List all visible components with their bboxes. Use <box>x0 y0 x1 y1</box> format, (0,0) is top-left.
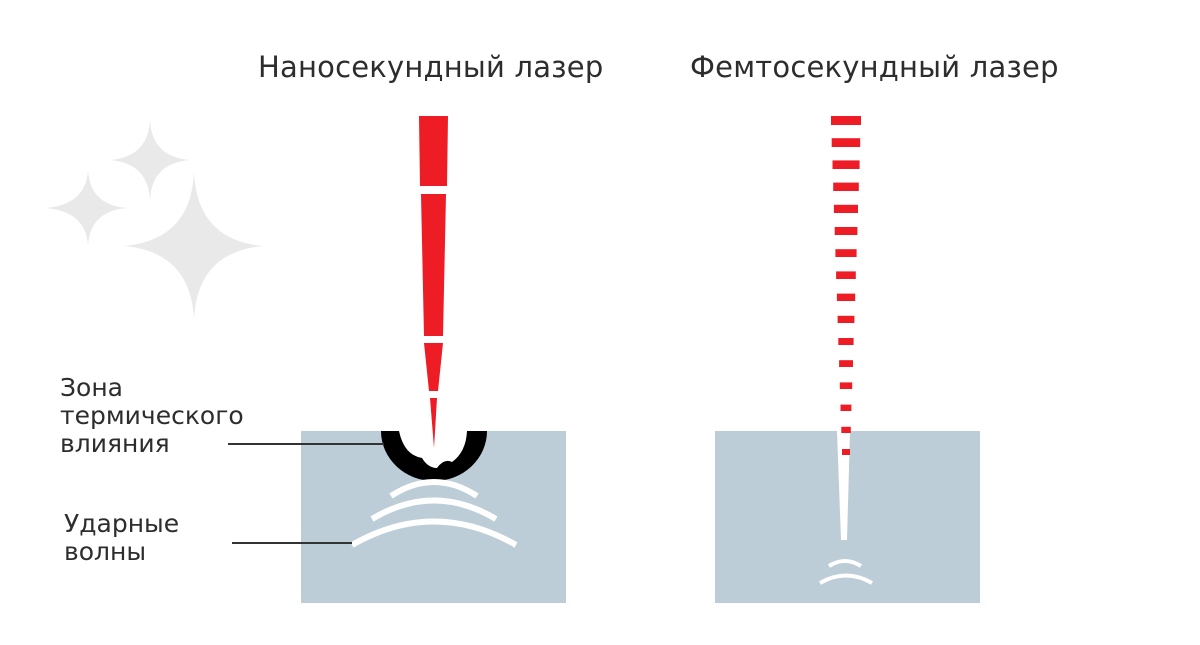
shock-waves-label-line: волны <box>64 537 147 566</box>
shock-waves-label-line: Ударные <box>64 509 180 538</box>
laser-pulse <box>837 315 855 323</box>
laser-pulse <box>833 182 859 191</box>
sparkle-large <box>124 172 263 320</box>
femtosecond-title: Фемтосекундный лазер <box>690 50 1059 84</box>
heat-affected-zone-label: Зона термического влияния <box>60 374 300 458</box>
laser-pulse <box>838 338 854 345</box>
laser-pulse <box>839 360 853 367</box>
ablation-crater <box>399 431 467 468</box>
laser-pulse <box>839 382 853 389</box>
femtosecond-laser-pulses <box>831 116 861 455</box>
sparkle-small <box>45 170 127 246</box>
sparkle-icon <box>45 120 263 320</box>
shock-wave-arc <box>389 479 479 499</box>
laser-pulse <box>840 404 852 411</box>
heat-affected-zone-label-line: влияния <box>60 429 170 458</box>
shock-wave-arc <box>819 573 873 585</box>
femtosecond-shock-waves <box>819 559 873 585</box>
laser-pulse <box>833 204 858 213</box>
laser-pulse <box>841 426 851 433</box>
laser-pulse <box>842 449 850 455</box>
heat-affected-zone-label-line: термического <box>60 401 244 430</box>
laser-pulse <box>831 138 861 147</box>
nanosecond-title: Наносекундный лазер <box>258 50 604 84</box>
laser-pulse <box>834 227 858 235</box>
shock-wave-arc <box>827 559 863 568</box>
shock-wave-arc <box>350 518 518 548</box>
laser-pulse <box>836 271 856 279</box>
femtosecond-channel <box>837 431 850 540</box>
laser-pulse <box>831 116 861 125</box>
laser-pulse <box>836 293 856 301</box>
shock-wave-arc <box>370 497 498 522</box>
shock-waves-label: Ударные волны <box>64 510 264 566</box>
sparkle-medium <box>110 120 190 200</box>
shock-waves <box>350 479 518 548</box>
heat-affected-zone-label-line: Зона <box>60 373 123 402</box>
laser-pulse <box>832 160 860 169</box>
nanosecond-laser-beam <box>419 116 448 448</box>
laser-pulse <box>835 249 857 257</box>
